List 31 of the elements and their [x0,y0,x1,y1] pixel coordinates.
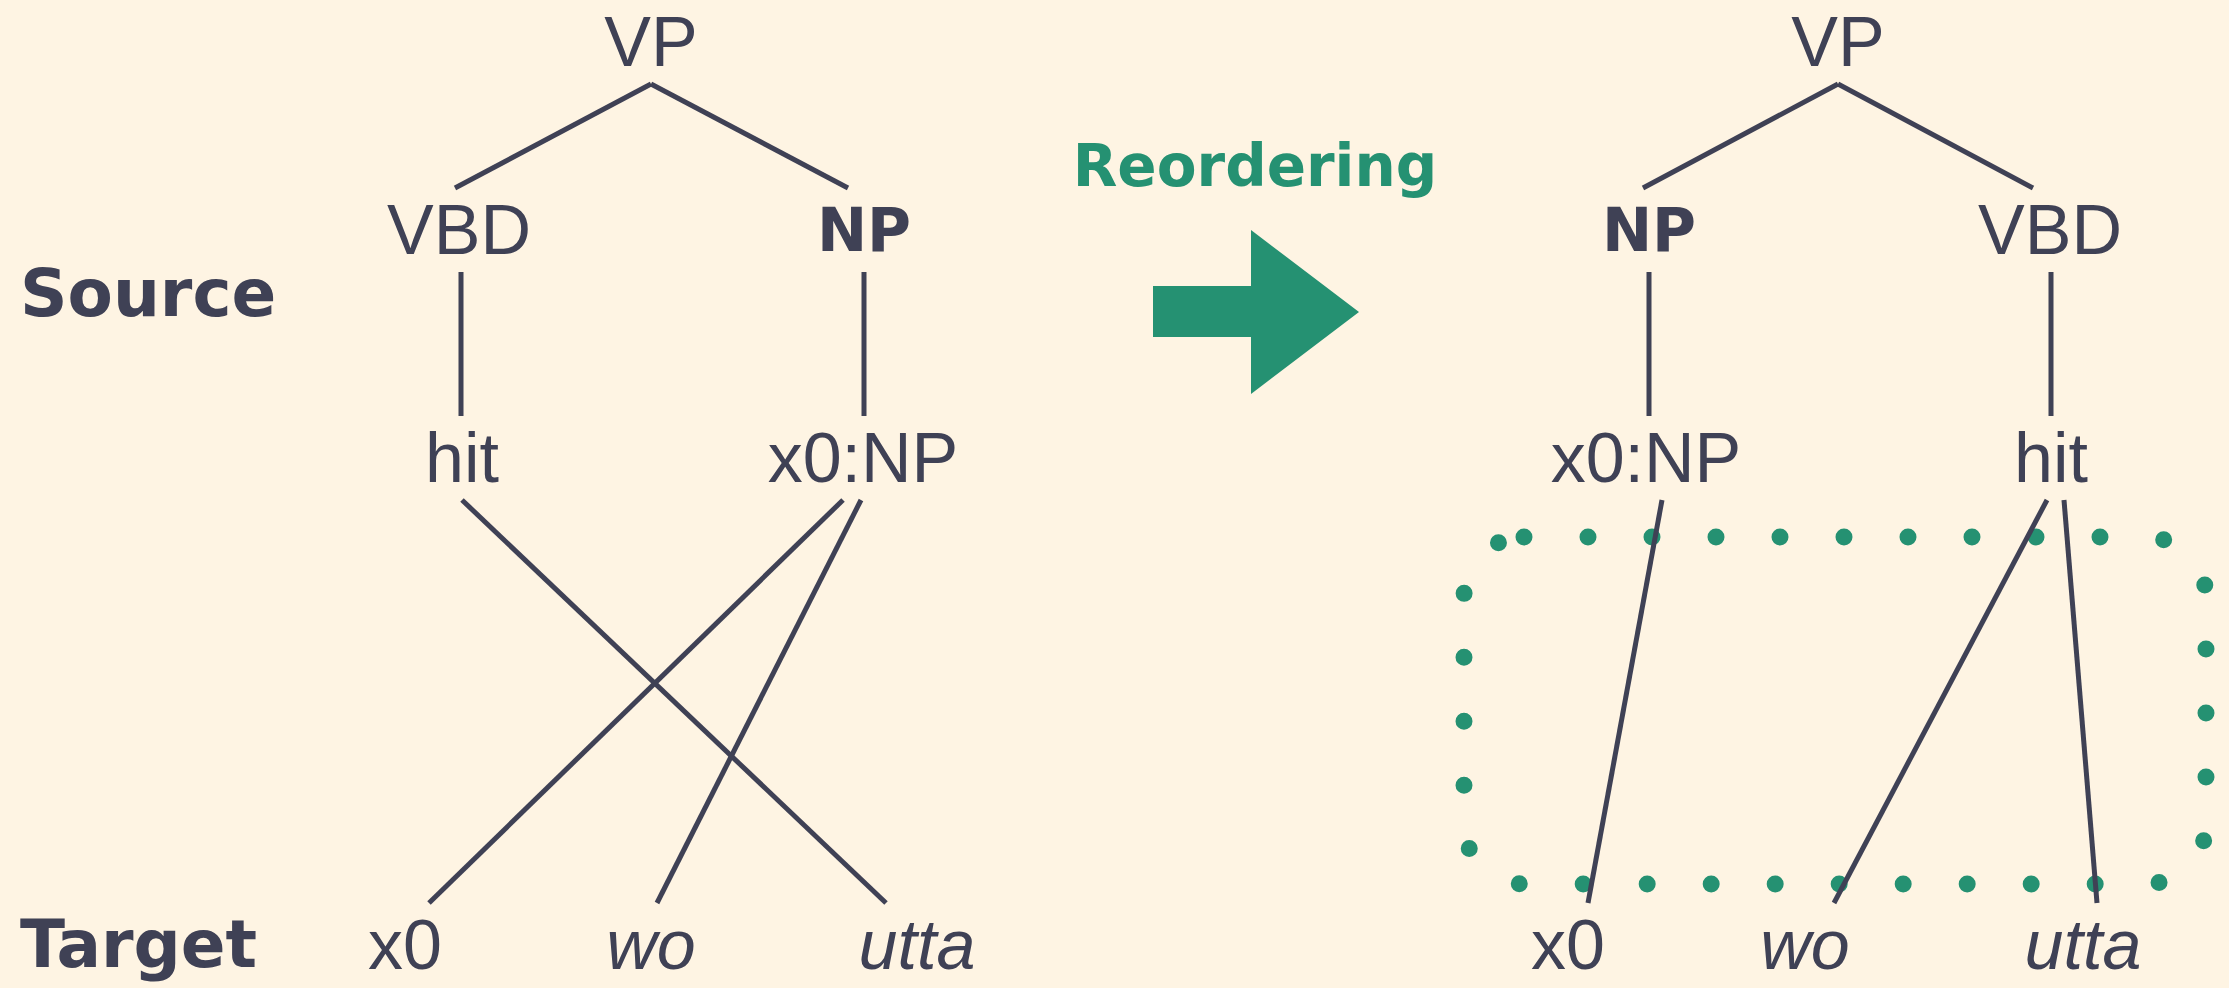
connector-line [1836,81,2035,191]
tree-label: hit [2014,416,2088,500]
tree-label: wo [1760,903,1850,987]
connector-line [1646,272,1652,416]
tree-label: VBD [1978,188,2122,272]
tree-label: utta [2024,903,2142,987]
connector-line [1831,498,2050,905]
tree-label: x0 [1531,903,1605,987]
tree-label: NP [816,188,912,272]
connector-line [453,81,653,191]
row-label: Source [20,261,277,327]
tree-label: hit [425,416,499,500]
tree-label: VP [604,0,698,84]
connector-line [1641,81,1840,191]
connector-line [458,272,464,416]
tree-label: wo [606,903,696,987]
connector-line [649,81,850,191]
tree-label: x0:NP [767,416,959,500]
tree-label: NP [1601,188,1697,272]
tree-label: x0 [368,903,442,987]
tree-label: x0:NP [1550,416,1742,500]
tree-label: VBD [387,188,531,272]
connector-line [654,498,864,905]
connector-line [861,272,867,416]
connector-line [1585,499,1665,904]
connector-line [2048,272,2054,416]
tree-label: VP [1791,0,1885,84]
connector-line [427,498,845,905]
connector-line [460,498,888,905]
tree-label: utta [858,903,976,987]
connector-line [2061,499,2100,904]
